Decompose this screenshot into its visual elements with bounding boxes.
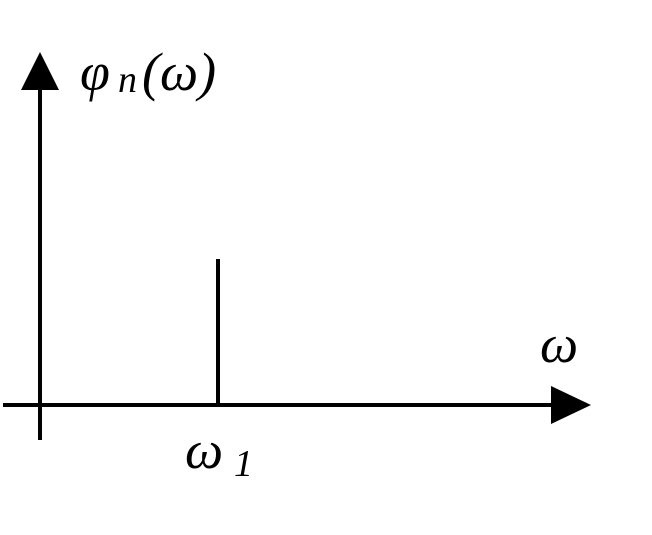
y-axis-label-subscript: n [118,59,137,101]
spectral-line-label: ω 1 [185,420,253,485]
y-axis-label: φ n (ω) [80,42,216,102]
spectral-line-label-symbol: ω [185,420,223,480]
y-axis-arrowhead [21,52,59,90]
x-axis-label: ω [540,314,578,374]
y-axis-label-symbol: φ [80,42,110,102]
x-axis-arrowhead [551,386,591,424]
y-axis-label-argument: (ω) [142,42,216,102]
spectral-line-label-subscript: 1 [234,443,253,485]
